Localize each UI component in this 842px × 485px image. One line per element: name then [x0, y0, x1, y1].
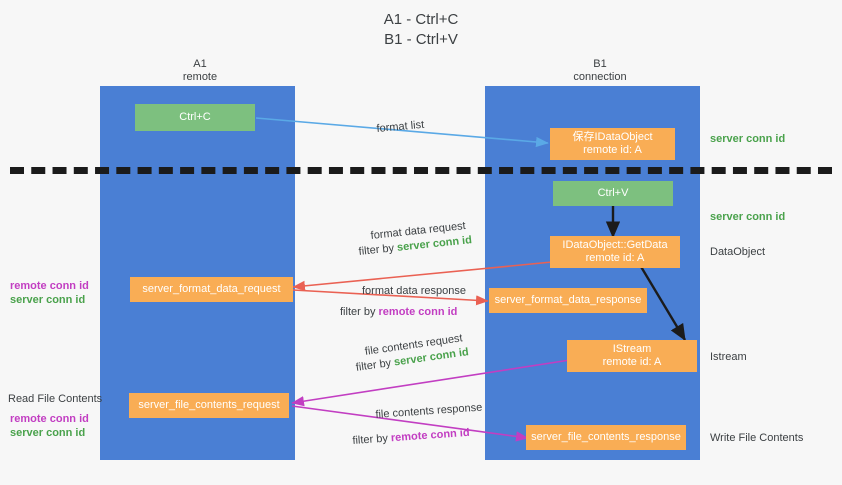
- column-b1-sub: connection: [573, 71, 627, 83]
- remote-conn-id-text: remote conn id: [390, 426, 470, 445]
- left-label-remote-conn-id-upper: remote conn id: [10, 280, 89, 292]
- node-idataobject-getdata-label: IDataObject::GetData: [562, 239, 668, 251]
- column-header-a1: A1 remote: [140, 58, 260, 84]
- node-server-format-data-response-label: server_format_data_response: [494, 294, 642, 306]
- right-label-server-conn-id-top: server conn id: [710, 133, 786, 145]
- column-b1-name: B1: [593, 58, 607, 70]
- node-server-file-contents-request-label: server_file_contents_request: [138, 399, 280, 411]
- edge-label-format-list: format list: [376, 118, 425, 135]
- node-save-idataobject-sub: remote id: A: [583, 144, 642, 156]
- node-istream-label: IStream: [612, 343, 652, 355]
- left-label-server-conn-id-upper: server conn id: [10, 294, 86, 306]
- node-server-format-data-response[interactable]: server_format_data_response: [489, 288, 647, 313]
- remote-conn-id-text: remote conn id: [378, 306, 458, 318]
- title-line-1: A1 - Ctrl+C: [383, 11, 459, 28]
- right-label-server-conn-id-second: server conn id: [710, 211, 786, 223]
- right-label-dataobject: DataObject: [710, 246, 766, 258]
- edge-label-file-contents-response: file contents response: [375, 401, 483, 421]
- node-server-file-contents-response[interactable]: server_file_contents_response: [526, 425, 686, 450]
- node-server-format-data-request-label: server_format_data_request: [142, 283, 281, 295]
- node-ctrl-v-label: Ctrl+V: [597, 187, 629, 199]
- node-server-file-contents-request[interactable]: server_file_contents_request: [129, 393, 289, 418]
- node-istream[interactable]: IStream remote id: A: [567, 340, 697, 372]
- left-label-server-conn-id-lower: server conn id: [10, 427, 86, 439]
- filter-by-text: filter by: [352, 432, 389, 447]
- left-label-remote-conn-id-lower: remote conn id: [10, 413, 89, 425]
- filter-by-text: filter by: [340, 306, 376, 318]
- node-idataobject-getdata[interactable]: IDataObject::GetData remote id: A: [550, 236, 680, 268]
- node-ctrl-v[interactable]: Ctrl+V: [553, 181, 673, 206]
- edge-label-format-data-response-filter: filter by remote conn id: [340, 305, 457, 319]
- edge-label-file-contents-response-filter: filter by remote conn id: [352, 426, 470, 448]
- node-server-format-data-request[interactable]: server_format_data_request: [130, 277, 293, 302]
- filter-by-text: filter by: [355, 357, 392, 374]
- right-label-write-file-contents: Write File Contents: [710, 432, 804, 444]
- left-label-read-file-contents: Read File Contents: [8, 393, 103, 405]
- node-save-idataobject[interactable]: 保存IDataObject remote id: A: [550, 128, 675, 160]
- right-label-istream: Istream: [710, 351, 747, 363]
- divider-dashed: [10, 167, 832, 174]
- node-ctrl-c-label: Ctrl+C: [179, 111, 211, 123]
- column-a1-name: A1: [193, 58, 207, 70]
- title-line-2: B1 - Ctrl+V: [384, 31, 458, 48]
- node-ctrl-c[interactable]: Ctrl+C: [135, 104, 255, 131]
- edge-label-format-data-response: format data response: [362, 285, 466, 297]
- column-header-b1: B1 connection: [540, 58, 660, 84]
- node-save-idataobject-label: 保存IDataObject: [572, 131, 653, 143]
- filter-by-text: filter by: [358, 242, 395, 258]
- column-a1-sub: remote: [182, 71, 218, 83]
- node-idataobject-getdata-sub: remote id: A: [585, 252, 645, 264]
- node-server-file-contents-response-label: server_file_contents_response: [531, 431, 681, 443]
- page-title: A1 - Ctrl+C B1 - Ctrl+V: [0, 10, 842, 50]
- node-istream-sub: remote id: A: [602, 356, 662, 368]
